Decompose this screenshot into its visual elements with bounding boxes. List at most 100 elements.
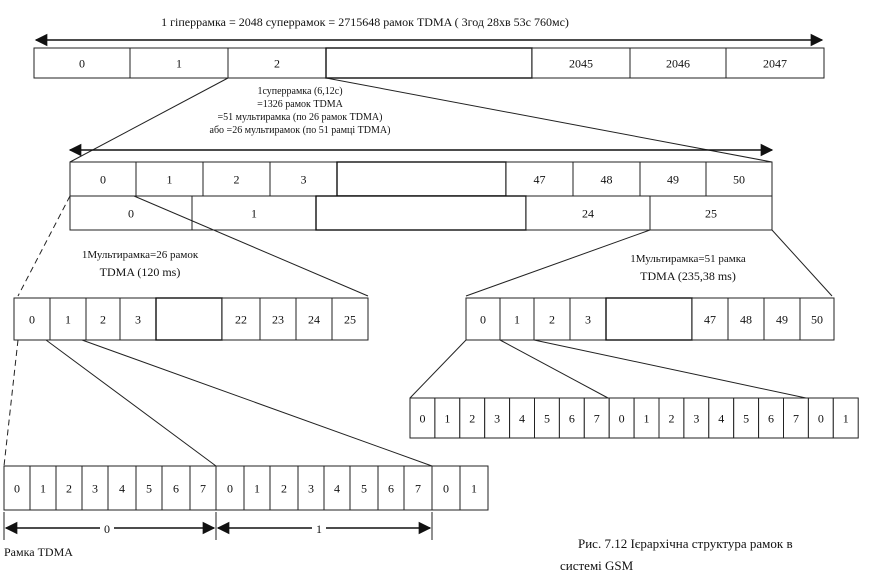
timeslot-left-cell-label: 2 bbox=[66, 481, 72, 495]
multiframe-26-cell-7 bbox=[295, 297, 333, 341]
superframe-51-cell-5 bbox=[505, 161, 574, 197]
hyperframe-caption: 1 гіперрамка = 2048 суперрамок = 2715648… bbox=[161, 15, 569, 29]
timeslot-left-cell-label: 6 bbox=[388, 481, 394, 495]
timeslot-right-cell-label: 5 bbox=[743, 411, 749, 425]
timeslot-right-cell-label: 7 bbox=[594, 411, 600, 425]
timeslot-right-cell-label: 1 bbox=[843, 411, 849, 425]
mf26-caption-line-2: TDMA (120 ms) bbox=[100, 265, 181, 279]
superframe-caption: 1суперрамка (6,12с) =1326 рамок TDMA =51… bbox=[210, 86, 391, 136]
multiframe-26-cell-label: 25 bbox=[344, 312, 356, 326]
timeslot-left-cell-label: 4 bbox=[119, 481, 125, 495]
superframe-26-cell-gap bbox=[315, 195, 527, 231]
timeslot-left-cell-label: 5 bbox=[361, 481, 367, 495]
timeslot-left-cell-16 bbox=[431, 465, 461, 511]
timeslot-right-cell-label: 6 bbox=[569, 411, 575, 425]
multiframe-51-cell-label: 49 bbox=[776, 312, 788, 326]
timeslot-right-cell-label: 0 bbox=[619, 411, 625, 425]
ts-left-expand-mid bbox=[45, 339, 217, 467]
timeslot-right-cell-label: 2 bbox=[469, 411, 475, 425]
hyperframe-cell-label: 1 bbox=[176, 56, 182, 70]
timeslot-left-cell-label: 5 bbox=[146, 481, 152, 495]
superframe-caption-line-4: або =26 мультирамок (по 51 рамці TDMA) bbox=[210, 125, 391, 136]
superframe-51-cell-label: 50 bbox=[733, 172, 745, 186]
multiframe-51-cell-label: 48 bbox=[740, 312, 752, 326]
mf51-expand-right bbox=[771, 229, 833, 297]
timeslot-right-cell-label: 6 bbox=[768, 411, 774, 425]
span-label-1-bg bbox=[312, 520, 326, 536]
timeslot-left-cell-5 bbox=[135, 465, 163, 511]
timeslot-right-cell-7 bbox=[583, 397, 610, 439]
timeslot-right-cell-0 bbox=[409, 397, 436, 439]
timeslot-right-cell-label: 0 bbox=[818, 411, 824, 425]
superframe-caption-line-3: =51 мультирамка (по 26 рамок TDMA) bbox=[218, 112, 383, 123]
timeslot-right-cell-label: 1 bbox=[644, 411, 650, 425]
superframe-caption-line-2: =1326 рамок TDMA bbox=[257, 99, 343, 110]
timeslot-right-cell-15 bbox=[783, 397, 809, 439]
timeslot-left-cell-label: 2 bbox=[281, 481, 287, 495]
timeslot-left-cell-label: 1 bbox=[471, 481, 477, 495]
frame-span-label-0: 0 bbox=[104, 522, 110, 536]
figure-caption-line-1: Рис. 7.12 Ієрархічна структура рамок в bbox=[578, 536, 793, 551]
multiframe-26-cell-2 bbox=[85, 297, 121, 341]
timeslot-left-cell-17 bbox=[459, 465, 489, 511]
hyperframe-cell-label: 2 bbox=[274, 56, 280, 70]
superframe-51-cell-8 bbox=[705, 161, 773, 197]
hyperframe-cell-label: 2046 bbox=[666, 56, 690, 70]
multiframe-26-cell-label: 22 bbox=[235, 312, 247, 326]
multiframe-51-cell-label: 0 bbox=[480, 312, 486, 326]
timeslot-left-cell-15 bbox=[403, 465, 433, 511]
frame-span-label-1: 1 bbox=[316, 522, 322, 536]
multiframe-26-cell-0 bbox=[13, 297, 51, 341]
multiframe-26-cell-label: 3 bbox=[135, 312, 141, 326]
superframe-26-cell-4 bbox=[649, 195, 773, 231]
timeslot-left-cell-label: 0 bbox=[14, 481, 20, 495]
timeslot-left-cell-label: 7 bbox=[200, 481, 206, 495]
timeslot-right-cell-label: 3 bbox=[494, 411, 500, 425]
timeslot-right-cell-label: 4 bbox=[519, 411, 525, 425]
timeslot-left-cell-14 bbox=[377, 465, 405, 511]
mf26-expand-right bbox=[133, 195, 369, 297]
multiframe-51-cell-label: 2 bbox=[549, 312, 555, 326]
superframe-26-cell-label: 1 bbox=[251, 206, 257, 220]
multiframe-26-cell-label: 23 bbox=[272, 312, 284, 326]
superframe-51-cell-label: 1 bbox=[167, 172, 173, 186]
multiframe-51-cell-6 bbox=[727, 297, 765, 341]
multiframe-51-cell-label: 50 bbox=[811, 312, 823, 326]
superframe-51-cell-label: 47 bbox=[534, 172, 546, 186]
multiframe-51-cell-2 bbox=[533, 297, 571, 341]
mf51-expand-left bbox=[465, 229, 651, 297]
timeslot-right-cell-9 bbox=[633, 397, 660, 439]
multiframe-26-cell-label: 2 bbox=[100, 312, 106, 326]
timeslot-left-cell-label: 0 bbox=[443, 481, 449, 495]
timeslot-right-cell-label: 0 bbox=[419, 411, 425, 425]
superframe-51-cell-label: 49 bbox=[667, 172, 679, 186]
timeslot-right-cell-17 bbox=[832, 397, 859, 439]
timeslot-left-cell-label: 3 bbox=[92, 481, 98, 495]
superframe-51-cell-3 bbox=[269, 161, 338, 197]
multiframe-26-cell-gap bbox=[155, 297, 223, 341]
mf51-caption-line-1: 1Мультирамка=51 рамка bbox=[630, 253, 746, 265]
timeslot-left-cell-7 bbox=[189, 465, 217, 511]
timeslot-left-cell-1 bbox=[29, 465, 57, 511]
superframe-26-cell-label: 25 bbox=[705, 206, 717, 220]
hyperframe-cell-label: 2047 bbox=[763, 56, 787, 70]
hyperframe-cell-1 bbox=[129, 47, 229, 79]
timeslot-left-cell-label: 1 bbox=[254, 481, 260, 495]
timeslot-right-cell-3 bbox=[484, 397, 511, 439]
mf26-expand-left bbox=[17, 195, 71, 297]
multiframe-51-cell-label: 3 bbox=[585, 312, 591, 326]
timeslot-right-cell-label: 2 bbox=[668, 411, 674, 425]
timeslot-right-cell-label: 3 bbox=[693, 411, 699, 425]
multiframe-51-cell-3 bbox=[569, 297, 607, 341]
mf26-caption-line-1: 1Мультирамка=26 рамок bbox=[82, 249, 199, 261]
tdma-frame-label: Рамка TDMA bbox=[4, 545, 73, 559]
timeslot-left-cell-label: 1 bbox=[40, 481, 46, 495]
timeslot-right-cell-label: 7 bbox=[793, 411, 799, 425]
span-label-0-bg bbox=[100, 520, 114, 536]
timeslot-right-cell-6 bbox=[558, 397, 585, 439]
